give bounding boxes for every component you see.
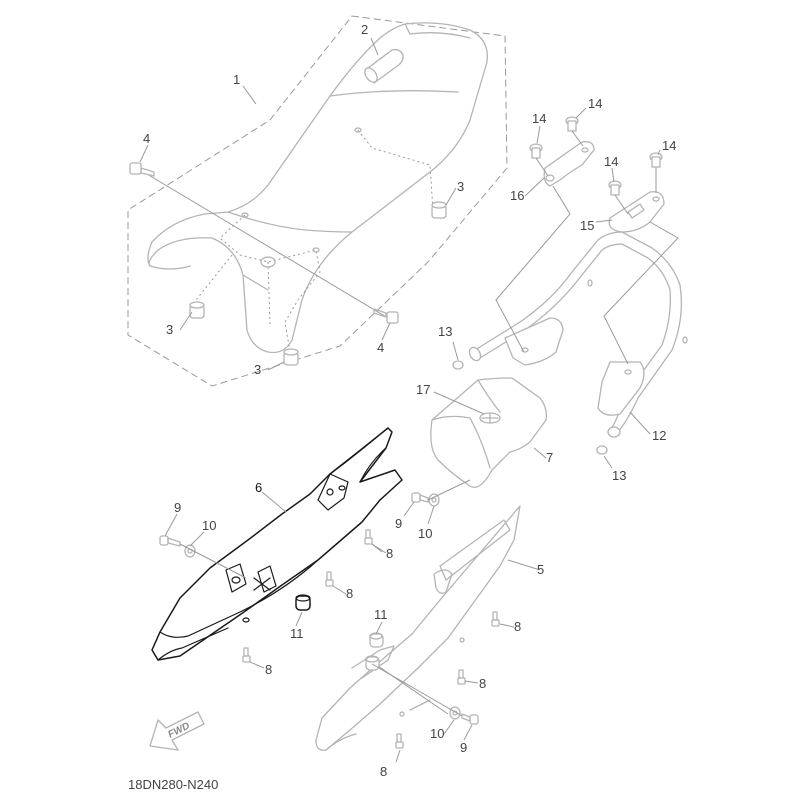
screw-8-e[interactable]	[457, 669, 466, 685]
callout-11: 11	[290, 626, 304, 641]
bolt-9-a[interactable]	[159, 535, 181, 547]
seat-group	[127, 15, 508, 387]
grommet-11-b[interactable]	[369, 632, 384, 648]
end-cap-13-right[interactable]	[596, 445, 608, 455]
bolt-9-guide-bottom	[371, 663, 463, 717]
callout-13: 13	[438, 324, 452, 339]
side-cover-6[interactable]	[151, 427, 403, 661]
seat-bolt-axis	[146, 173, 389, 319]
bolt-9-guide-left	[179, 543, 247, 579]
forward-arrow-label: FWD	[166, 721, 191, 741]
callout-3: 3	[166, 322, 173, 337]
callout-1: 1	[233, 72, 240, 87]
callout-14: 14	[604, 154, 618, 169]
bolt-14-d[interactable]	[649, 152, 663, 168]
callout-10: 10	[430, 726, 444, 741]
bracket-15[interactable]	[608, 191, 665, 233]
callout-14: 14	[662, 138, 676, 153]
bracket-bolt-guides	[535, 130, 657, 215]
bolt-14-b[interactable]	[565, 116, 579, 132]
callout-5: 5	[537, 562, 544, 577]
bolt-14-c[interactable]	[608, 180, 622, 196]
callouts: 1 2 3 3 3 4 4 5 6 7 8 8 8 8 8 8 8 9 9 9 …	[143, 22, 676, 779]
callout-13: 13	[612, 468, 626, 483]
callout-7: 7	[546, 450, 553, 465]
callout-8: 8	[265, 662, 272, 677]
damper-3-top[interactable]	[431, 201, 447, 219]
callout-9: 9	[460, 740, 467, 755]
seat-hole-d	[260, 256, 276, 268]
grab-bar-guide-left	[495, 185, 571, 353]
screw-8-c[interactable]	[242, 647, 251, 663]
seat-mount-guide-1	[357, 129, 434, 211]
callout-3: 3	[254, 362, 261, 377]
seat-hole-c	[312, 247, 320, 253]
callout-8: 8	[479, 676, 486, 691]
callout-17: 17	[416, 382, 430, 397]
diagram-code: 18DN280-N240	[128, 777, 218, 792]
screw-8-a[interactable]	[364, 529, 373, 545]
side-cover-5-guide	[371, 661, 449, 715]
bolt-14-a[interactable]	[529, 143, 543, 159]
grommet-11-c[interactable]	[365, 655, 380, 671]
callout-16: 16	[510, 188, 524, 203]
callout-11: 11	[374, 607, 388, 622]
screw-8-d[interactable]	[491, 611, 500, 627]
bracket-16[interactable]	[543, 141, 595, 187]
damper-3-bottom[interactable]	[283, 348, 299, 366]
side-cover-5[interactable]	[315, 505, 521, 751]
seat-mount-guide-4	[267, 261, 271, 326]
callout-8: 8	[514, 619, 521, 634]
callout-14: 14	[532, 111, 546, 126]
callout-10: 10	[418, 526, 432, 541]
callout-8: 8	[386, 546, 393, 561]
rear-cover-7[interactable]	[430, 377, 548, 488]
seat-hole-b	[241, 212, 249, 218]
callout-4: 4	[143, 131, 150, 146]
callout-4: 4	[377, 340, 384, 355]
grommet-11-a[interactable]	[295, 594, 311, 611]
callout-8: 8	[346, 586, 353, 601]
callout-2: 2	[361, 22, 368, 37]
seat-hole-a	[354, 127, 362, 133]
bolt-9-guide-right	[427, 479, 471, 501]
bolt-9-b[interactable]	[411, 492, 429, 503]
damper-3-left[interactable]	[189, 301, 205, 319]
forward-arrow-icon: FWD	[149, 711, 205, 751]
seat-lock-cylinder[interactable]	[362, 48, 404, 85]
callout-15: 15	[580, 218, 594, 233]
callout-3: 3	[457, 179, 464, 194]
screw-8-b[interactable]	[325, 571, 334, 587]
callout-8: 8	[380, 764, 387, 779]
callout-9: 9	[395, 516, 402, 531]
callout-14: 14	[588, 96, 602, 111]
end-cap-13-left[interactable]	[452, 360, 464, 370]
bolt-4-left[interactable]	[129, 162, 155, 177]
callout-9: 9	[174, 500, 181, 515]
screw-8-f[interactable]	[395, 733, 404, 749]
callout-12: 12	[652, 428, 666, 443]
seat-mount-guide-2	[219, 214, 321, 353]
bolt-4-right[interactable]	[373, 308, 399, 324]
grab-bar[interactable]	[467, 231, 688, 438]
seat-mount-guide-3	[195, 254, 233, 301]
callout-leaders	[139, 37, 661, 763]
washer-10-c[interactable]	[449, 706, 461, 720]
seat[interactable]	[147, 22, 489, 354]
bolt-9-c[interactable]	[461, 713, 479, 725]
callout-6: 6	[255, 480, 262, 495]
callout-10: 10	[202, 518, 216, 533]
grab-bar-guide-right	[603, 221, 679, 365]
